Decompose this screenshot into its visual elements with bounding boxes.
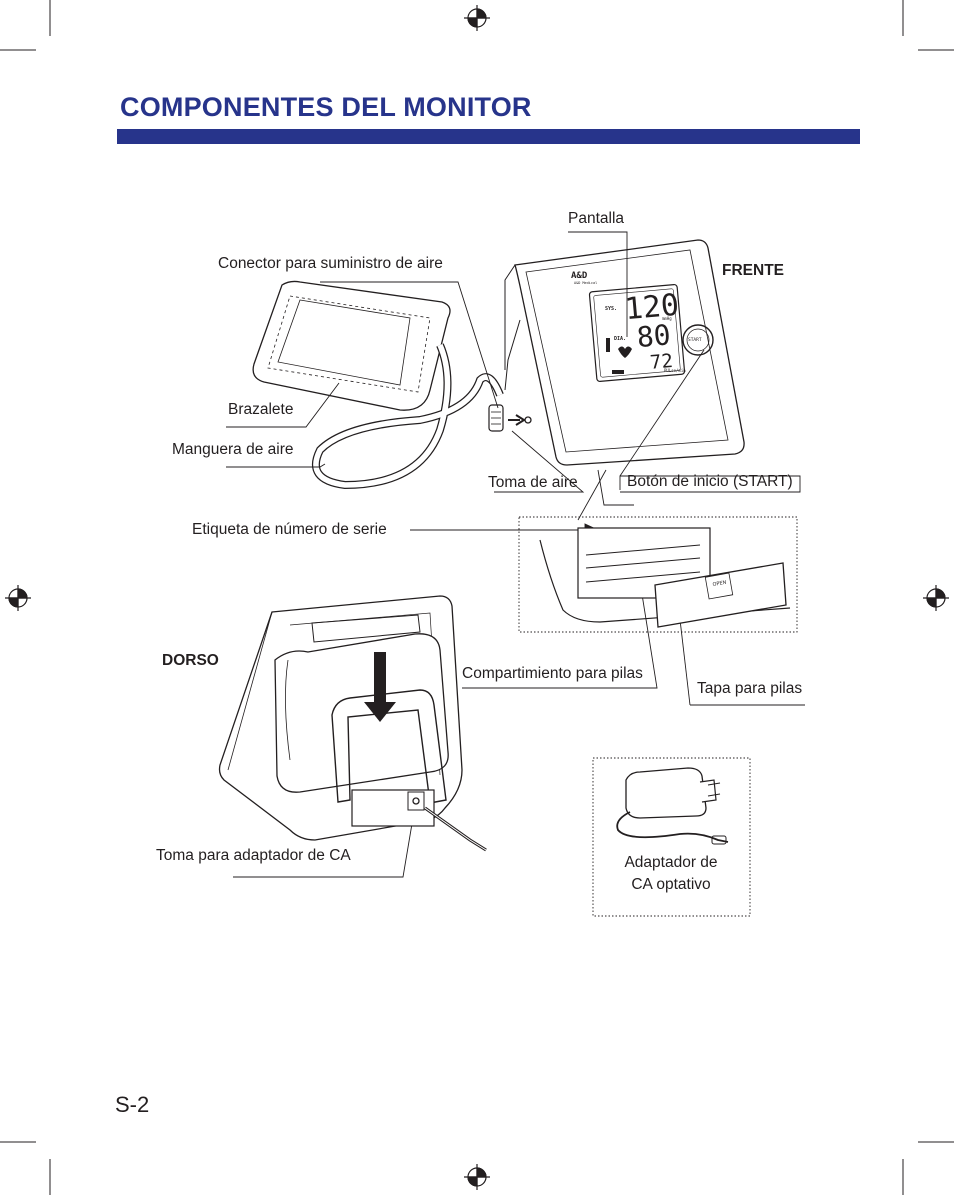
registration-mark-icon [464, 1164, 490, 1190]
adapter-caption-line2: CA optativo [631, 876, 711, 893]
ac-adapter-drawing [592, 757, 751, 917]
heart-icon [618, 346, 632, 358]
registration-mark-icon [5, 585, 31, 611]
registration-mark-icon [923, 585, 949, 611]
pulse-reading: 72 [649, 350, 674, 374]
label-ac-socket: Toma para adaptador de CA [156, 847, 351, 864]
brand-logo: A&D [571, 271, 588, 281]
label-start-button: Botón de inicio (START) [627, 473, 793, 490]
label-air-connector: Conector para suministro de aire [218, 255, 443, 272]
page-title: COMPONENTES DEL MONITOR [120, 92, 532, 122]
label-display: Pantalla [568, 210, 625, 227]
unit-pulse: PULse/min [664, 368, 686, 373]
label-battery-compartment: Compartimiento para pilas [462, 665, 643, 682]
dia-label: DIA. [614, 336, 626, 342]
adapter-caption-line1: Adaptador de [624, 854, 718, 871]
start-button-text: START [688, 337, 702, 343]
label-air-hose: Manguera de aire [172, 441, 294, 458]
unit-mmhg: mmHg [662, 316, 672, 321]
monitor-front-drawing [504, 239, 745, 466]
battery-detail-drawing: OPEN [518, 516, 798, 633]
title-divider-bar [117, 129, 860, 144]
label-serial-number: Etiqueta de número de serie [192, 521, 387, 538]
monitor-back-drawing [218, 595, 487, 852]
label-battery-cover: Tapa para pilas [697, 680, 803, 697]
page-number: S-2 [115, 1092, 150, 1117]
registration-mark-icon [464, 5, 490, 31]
dia-reading: 80 [635, 318, 671, 354]
adapter-caption: Adaptador de CA optativo [600, 852, 742, 896]
label-air-socket: Toma de aire [488, 474, 578, 491]
brand-sub: A&D Medical [574, 281, 597, 285]
label-cuff: Brazalete [228, 401, 294, 418]
monitor-digits: 120 80 72 SYS. DIA. mmHg PULse/min A&D A… [571, 271, 702, 374]
sys-reading: 120 [623, 288, 680, 328]
battery-cover-text: OPEN [712, 580, 727, 588]
heading-back: DORSO [162, 652, 219, 669]
detail-callout [577, 469, 634, 521]
sys-label: SYS. [605, 306, 617, 312]
heading-front: FRENTE [722, 262, 784, 279]
cuff-drawing [252, 280, 532, 490]
